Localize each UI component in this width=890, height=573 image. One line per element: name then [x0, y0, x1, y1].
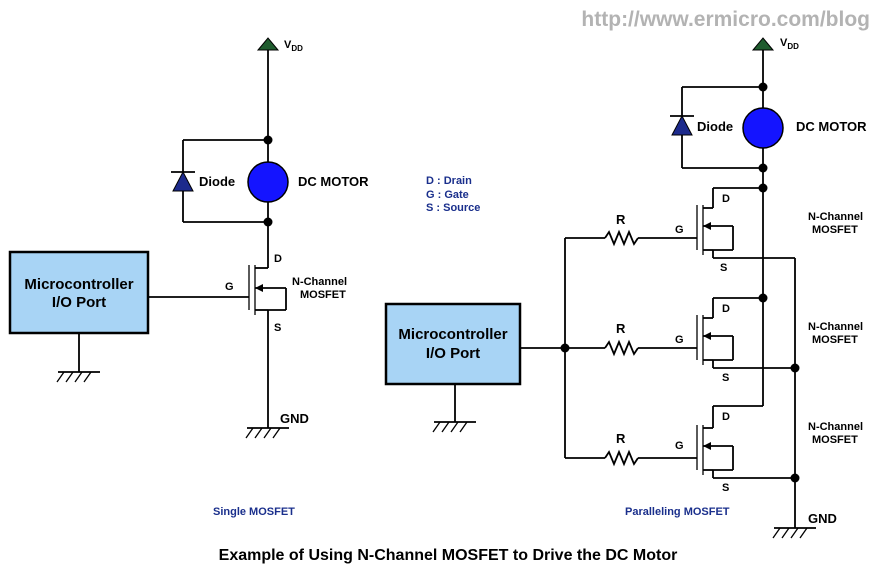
mosfet-3-pin-g: G [675, 440, 684, 452]
mosfet-1-pin-g: G [675, 224, 684, 236]
mcu-box-left [8, 250, 150, 335]
watermark-url: http://www.ermicro.com/blog [581, 8, 870, 31]
resistor-3 [604, 449, 639, 467]
resistor-1 [604, 229, 639, 247]
mosfet-pin-s-left: S [274, 322, 281, 334]
vdd-label-left: VDD [284, 39, 303, 53]
vdd-symbol-right [751, 37, 775, 51]
vdd-label-right: VDD [780, 37, 799, 51]
mcu-box-right [384, 302, 522, 386]
mosfet-pin-g-left: G [225, 281, 234, 293]
parallel-mosfet-circuit: VDD Diode DC MOTOR [384, 37, 867, 539]
mosfet-pin-d-left: D [274, 253, 282, 265]
mosfet-2-pin-s: S [722, 372, 729, 384]
vdd-symbol-left [256, 37, 280, 51]
mosfet-1-pin-s: S [720, 262, 727, 274]
resistor-3-label: R [616, 431, 626, 446]
mosfet-2-pin-d: D [722, 303, 730, 315]
diode-symbol-left [172, 170, 194, 192]
caption-single-mosfet: Single MOSFET [213, 506, 295, 518]
legend-source: S : Source [426, 202, 480, 214]
mosfet-2-pin-g: G [675, 334, 684, 346]
dc-motor-left [247, 161, 289, 203]
dc-motor-right [742, 107, 784, 149]
mosfet-1-pin-d: D [722, 193, 730, 205]
motor-label-left: DC MOTOR [298, 174, 369, 189]
legend-drain: D : Drain [426, 175, 472, 187]
diode-label-left: Diode [199, 174, 235, 189]
diode-symbol-right [671, 114, 693, 136]
mosfet-3-pin-s: S [722, 482, 729, 494]
resistor-2 [604, 339, 639, 357]
figure-title: Example of Using N-Channel MOSFET to Dri… [219, 547, 678, 564]
resistor-1-label: R [616, 212, 626, 227]
gnd-label-left: GND [280, 411, 309, 426]
caption-parallel-mosfet: Paralleling MOSFET [625, 506, 730, 518]
legend-gate: G : Gate [426, 189, 469, 201]
diode-label-right: Diode [697, 119, 733, 134]
pin-legend: D : Drain G : Gate S : Source [426, 175, 480, 214]
gnd-label-right: GND [808, 511, 837, 526]
mosfet-3-pin-d: D [722, 411, 730, 423]
motor-label-right: DC MOTOR [796, 119, 867, 134]
resistor-2-label: R [616, 321, 626, 336]
